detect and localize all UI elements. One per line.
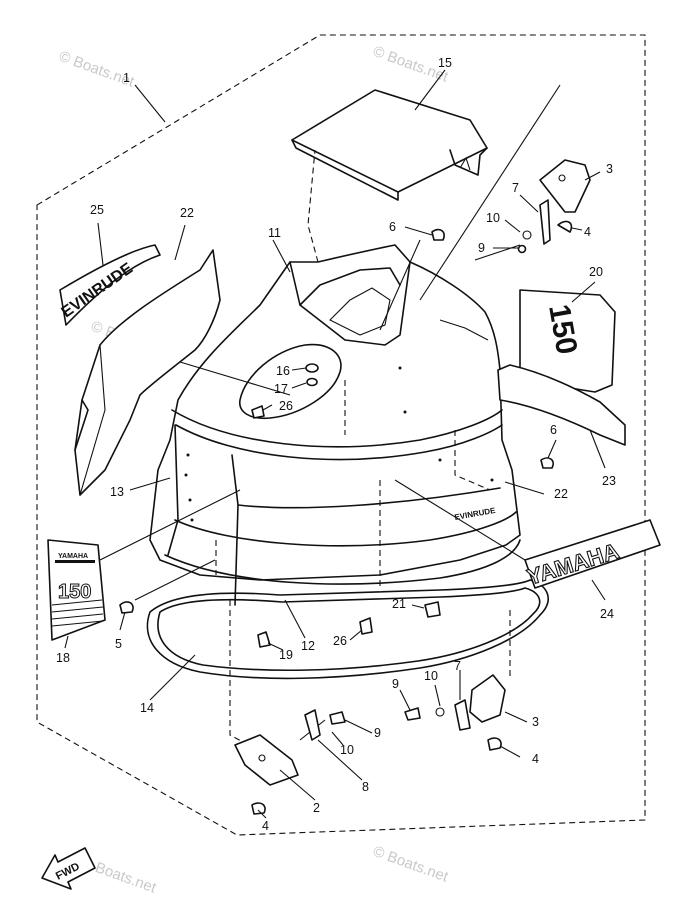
- trim-strip-23: [497, 364, 626, 446]
- watermark: © Boats.net: [371, 843, 451, 886]
- callout-5: 5: [115, 637, 122, 651]
- bottom-seal-14: [146, 579, 549, 680]
- top-cover-15: [291, 89, 488, 201]
- callout-7: 7: [512, 181, 519, 195]
- callout-6: 6: [550, 423, 557, 437]
- callout-17: 17: [274, 382, 288, 396]
- callout-8: 8: [362, 780, 369, 794]
- callout-10: 10: [340, 743, 354, 757]
- callout-3: 3: [532, 715, 539, 729]
- callout-22: 22: [554, 487, 568, 501]
- callout-3: 3: [606, 162, 613, 176]
- forward-arrow: FWD: [41, 847, 96, 890]
- hole-marks: [184, 366, 494, 522]
- callout-1: 1: [123, 71, 130, 85]
- callout-13: 13: [110, 485, 124, 499]
- side-panel-22-left: [74, 249, 221, 496]
- callout-4: 4: [262, 819, 269, 833]
- callout-11: 11: [268, 226, 281, 240]
- callout-15: 15: [438, 56, 452, 70]
- callout-18: 18: [56, 651, 70, 665]
- leader-lines: [64, 69, 606, 819]
- reference-lines: [99, 84, 561, 743]
- callout-9: 9: [478, 241, 485, 255]
- callout-2: 2: [313, 801, 320, 815]
- callout-19: 19: [279, 648, 293, 662]
- callout-6: 6: [389, 220, 396, 234]
- upper-bracket-assembly: [431, 159, 591, 254]
- callout-4: 4: [532, 752, 539, 766]
- callout-12: 12: [301, 639, 315, 653]
- callout-4: 4: [584, 225, 591, 239]
- yamaha-decal-24: YAMAHA: [524, 519, 661, 590]
- callout-25: 25: [90, 203, 104, 217]
- callout-14: 14: [140, 701, 154, 715]
- top-cowling-11: EVINRUDE: [149, 244, 521, 606]
- callout-24: 24: [600, 607, 614, 621]
- front-plate-number: 150: [58, 581, 91, 603]
- callout-9: 9: [374, 726, 381, 740]
- callout-16: 16: [276, 364, 290, 378]
- front-plate-18: YAMAHA 150: [47, 539, 106, 641]
- callout-10: 10: [486, 211, 500, 225]
- front-plate-brand: YAMAHA: [58, 553, 88, 560]
- callout-20: 20: [589, 265, 603, 279]
- assembly-frame: [36, 34, 646, 836]
- callout-22: 22: [180, 206, 194, 220]
- callout-labels: 1 15 3 7 10 4 9 6 25 22 11 20 16 17 26 6…: [56, 56, 616, 833]
- callout-9: 9: [392, 677, 399, 691]
- callout-21: 21: [392, 597, 406, 611]
- callout-23: 23: [602, 474, 616, 488]
- callout-26: 26: [333, 634, 347, 648]
- callout-7: 7: [454, 659, 461, 673]
- callout-26: 26: [279, 399, 293, 413]
- callout-10: 10: [424, 669, 438, 683]
